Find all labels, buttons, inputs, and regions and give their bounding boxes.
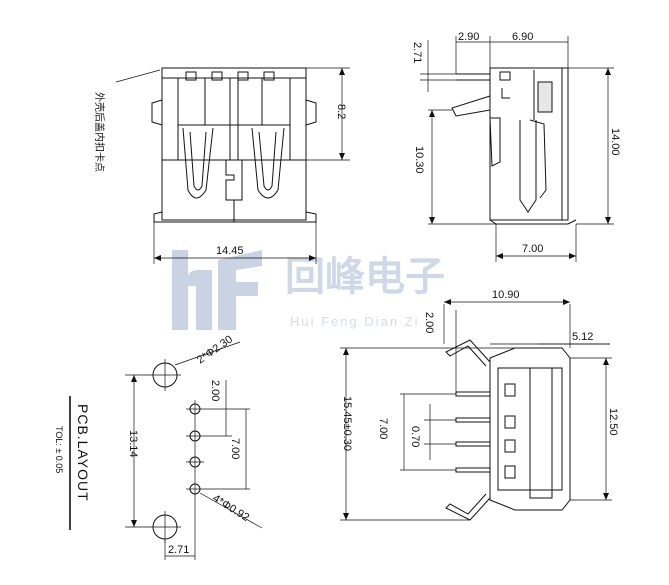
dim-front-height: 8.2 xyxy=(335,104,347,119)
dim-top-width: 10.90 xyxy=(492,289,520,301)
dim-side-pin: 10.30 xyxy=(413,146,425,174)
dim-top-front: 5.12 xyxy=(572,331,593,343)
dim-pcb-big-holes: 2*Φ2.30 xyxy=(195,333,235,366)
dim-pcb-offset: 2.71 xyxy=(168,544,189,556)
dim-top-pin-span: 7.00 xyxy=(377,418,389,439)
side-view: 2.90 6.90 2.71 10.30 14.00 7.00 xyxy=(411,31,621,262)
dim-side-bottom: 7.00 xyxy=(522,243,543,255)
watermark-logo: hf xyxy=(172,250,262,330)
pcb-tolerance: TOL: ± 0.05 xyxy=(54,426,64,473)
top-view: 10.90 2.00 5.12 15.45±0.30 7.00 0.70 12.… xyxy=(340,289,619,521)
dim-top-height: 15.45±0.30 xyxy=(341,396,353,451)
pcb-layout: PCB.LAYOUT TOL: ± 0.05 2*Φ2.30 2.00 7.00 xyxy=(54,333,263,560)
dim-front-width: 14.45 xyxy=(216,245,244,257)
callout-leader xyxy=(115,69,161,83)
dim-side-top-left: 2.90 xyxy=(458,31,479,43)
dim-side-total-height: 14.00 xyxy=(609,128,621,156)
dim-side-top-right: 6.90 xyxy=(512,31,533,43)
dim-pcb-small-holes: 4*Φ0.92 xyxy=(210,492,251,524)
dim-top-pin-pitch: 0.70 xyxy=(409,426,421,447)
dim-pcb-span: 7.00 xyxy=(229,438,241,459)
dim-top-body: 12.50 xyxy=(607,408,619,436)
side-view-body xyxy=(489,67,569,221)
callout-note: 外壳后盖内扣卡点 xyxy=(93,92,106,172)
front-view-body xyxy=(161,67,307,221)
front-view: 外壳后盖内扣卡点 8.2 14.45 xyxy=(93,67,350,264)
watermark-company-cn: 回峰电子 xyxy=(285,255,445,299)
dim-top-pin-len: 2.00 xyxy=(423,312,435,333)
watermark: hf 回峰电子 Hui Feng Dian Zi xyxy=(172,250,445,330)
dim-side-offset: 2.71 xyxy=(411,42,423,63)
dim-pcb-height: 13.14 xyxy=(127,430,139,458)
pcb-title: PCB.LAYOUT xyxy=(75,404,91,502)
watermark-company-pinyin: Hui Feng Dian Zi xyxy=(290,314,420,329)
dim-pcb-pitch: 2.00 xyxy=(209,380,221,401)
